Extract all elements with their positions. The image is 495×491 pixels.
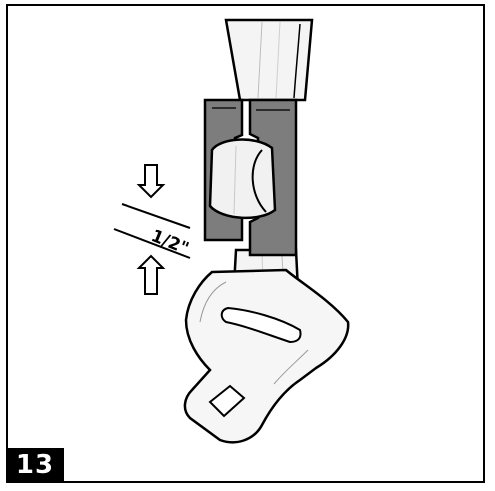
measure-line-bottom [113,228,191,259]
measurement-label: 1/2" [148,226,191,259]
step-number-badge: 13 [6,448,64,483]
up-arrow-icon [136,254,166,295]
measurement-indicator: 1/2" [113,164,192,295]
chest-clip-icon [203,98,298,257]
down-arrow-icon [136,164,166,199]
buckle-tongue-icon [183,268,350,444]
measure-line-top [121,203,191,229]
